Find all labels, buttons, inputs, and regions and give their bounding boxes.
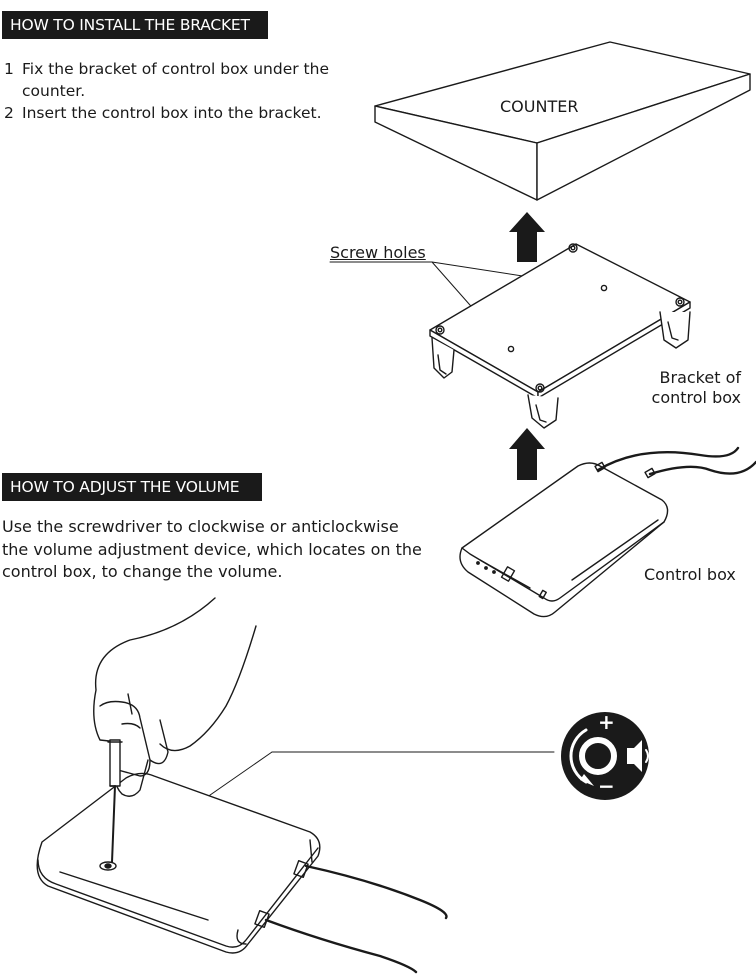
screw-holes-label: Screw holes bbox=[330, 243, 426, 262]
bracket-label-line2: control box bbox=[651, 388, 741, 407]
install-steps: 1 Fix the bracket of control box under t… bbox=[4, 58, 344, 124]
volume-adjust-icon bbox=[561, 712, 649, 800]
hand-with-screwdriver bbox=[93, 597, 257, 863]
install-step: 2 Insert the control box into the bracke… bbox=[4, 102, 344, 124]
bracket-label: Bracket of control box bbox=[652, 368, 741, 408]
volume-section-title: HOW TO ADJUST THE VOLUME bbox=[2, 473, 262, 501]
step-number: 2 bbox=[4, 104, 14, 122]
up-arrow-icon bbox=[509, 428, 545, 480]
volume-instructions: Use the screwdriver to clockwise or anti… bbox=[2, 517, 422, 581]
control-box-lower bbox=[36, 772, 448, 974]
counter-slab bbox=[374, 41, 751, 201]
control-box-label: Control box bbox=[644, 565, 736, 584]
minus-icon: − bbox=[598, 774, 615, 798]
counter-label: COUNTER bbox=[500, 97, 579, 116]
step-text: Fix the bracket of control box under the… bbox=[22, 60, 329, 100]
bracket bbox=[429, 243, 691, 429]
plus-icon: + bbox=[598, 710, 615, 734]
step-text: Insert the control box into the bracket. bbox=[22, 104, 322, 122]
install-step: 1 Fix the bracket of control box under t… bbox=[4, 58, 344, 102]
bracket-label-line1: Bracket of bbox=[659, 368, 741, 387]
control-box-upper bbox=[459, 446, 756, 618]
up-arrow-icon bbox=[509, 212, 545, 262]
step-number: 1 bbox=[4, 60, 14, 78]
install-section-title: HOW TO INSTALL THE BRACKET bbox=[2, 11, 268, 39]
